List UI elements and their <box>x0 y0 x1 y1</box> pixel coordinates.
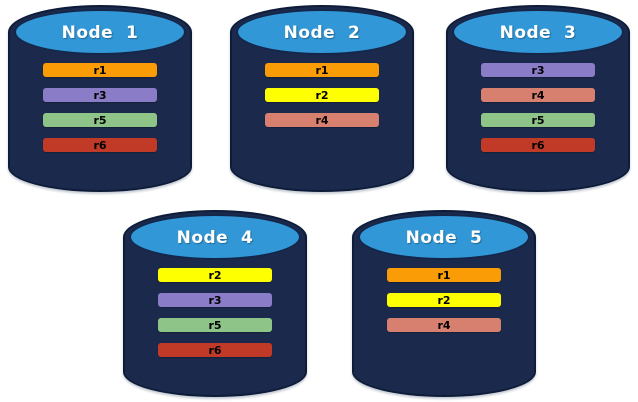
replica-bar-r3: r3 <box>481 63 595 77</box>
node-title: Node 3 <box>499 22 577 43</box>
node-5-cylinder: Node 5 r1 r2 r4 <box>352 210 536 397</box>
node-title: Node 5 <box>405 227 483 248</box>
replica-bar-r1: r1 <box>43 63 157 77</box>
replica-bar-r2: r2 <box>265 88 379 102</box>
replica-bar-r2: r2 <box>158 268 272 282</box>
replica-bar-r5: r5 <box>481 113 595 127</box>
node-4-cylinder: Node 4 r2 r3 r5 r6 <box>123 210 307 397</box>
replica-bar-r4: r4 <box>387 318 501 332</box>
replica-bar-r1: r1 <box>265 63 379 77</box>
node-title: Node 2 <box>283 22 361 43</box>
replica-bar-r6: r6 <box>158 343 272 357</box>
node-3-cylinder: Node 3 r3 r4 r5 r6 <box>446 5 630 192</box>
database-cylinder-top-ellipse <box>14 9 186 55</box>
node-2-cylinder: Node 2 r1 r2 r4 <box>230 5 414 192</box>
replica-bar-r5: r5 <box>158 318 272 332</box>
replica-list: r1 r2 r4 <box>265 63 379 138</box>
database-cylinder-top-ellipse <box>358 214 530 260</box>
replica-bar-r3: r3 <box>43 88 157 102</box>
node-1-cylinder: Node 1 r1 r3 r5 r6 <box>8 5 192 192</box>
node-title: Node 1 <box>61 22 139 43</box>
replica-bar-r1: r1 <box>387 268 501 282</box>
replica-bar-r6: r6 <box>481 138 595 152</box>
database-cylinder-top-ellipse <box>236 9 408 55</box>
replica-list: r3 r4 r5 r6 <box>481 63 595 163</box>
database-cylinder-top-ellipse <box>452 9 624 55</box>
replica-list: r1 r3 r5 r6 <box>43 63 157 163</box>
replica-list: r2 r3 r5 r6 <box>158 268 272 368</box>
replica-list: r1 r2 r4 <box>387 268 501 343</box>
replica-bar-r2: r2 <box>387 293 501 307</box>
database-cylinder-top-ellipse <box>129 214 301 260</box>
replica-bar-r4: r4 <box>265 113 379 127</box>
replica-bar-r6: r6 <box>43 138 157 152</box>
replica-bar-r5: r5 <box>43 113 157 127</box>
replica-bar-r3: r3 <box>158 293 272 307</box>
node-title: Node 4 <box>176 227 254 248</box>
replica-bar-r4: r4 <box>481 88 595 102</box>
